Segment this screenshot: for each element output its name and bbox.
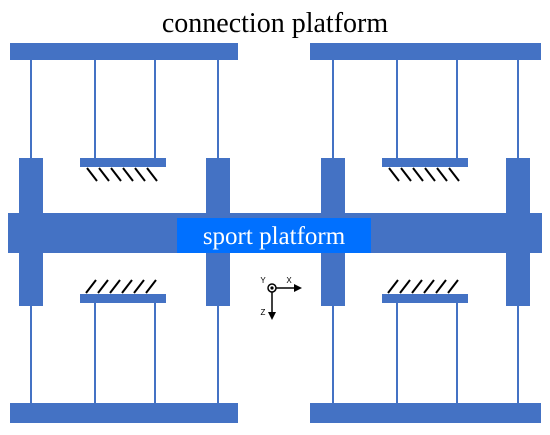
y-axis-label: Y bbox=[260, 276, 266, 285]
diagram-title: connection platform bbox=[162, 8, 388, 39]
upper-left-hatch bbox=[86, 167, 158, 182]
x-axis-label: X bbox=[286, 276, 292, 285]
lower-right-hatch bbox=[387, 279, 459, 294]
coordinate-axes: Y X Z bbox=[260, 276, 302, 320]
hatching bbox=[85, 167, 460, 294]
z-axis-label: Z bbox=[261, 308, 266, 317]
top-right-connection-bar bbox=[310, 43, 541, 60]
x-axis-arrowhead bbox=[294, 284, 302, 292]
upper-right-hatch bbox=[388, 167, 460, 182]
axis-origin-dot bbox=[270, 286, 274, 290]
post-right-outer bbox=[506, 158, 530, 306]
z-axis-arrowhead bbox=[268, 312, 276, 320]
bottom-left-base-bar bbox=[10, 403, 238, 423]
sport-platform-label: sport platform bbox=[203, 223, 346, 250]
top-left-connection-bar bbox=[10, 43, 238, 60]
lower-right-plate bbox=[382, 294, 468, 303]
sport-platform-label-bg bbox=[177, 218, 371, 253]
bottom-right-base-bar bbox=[310, 403, 541, 423]
lower-left-hatch bbox=[85, 279, 157, 294]
upper-right-plate bbox=[382, 158, 468, 167]
lower-left-plate bbox=[80, 294, 166, 303]
upper-left-plate bbox=[80, 158, 166, 167]
rods bbox=[30, 60, 519, 403]
post-left-outer bbox=[19, 158, 43, 306]
